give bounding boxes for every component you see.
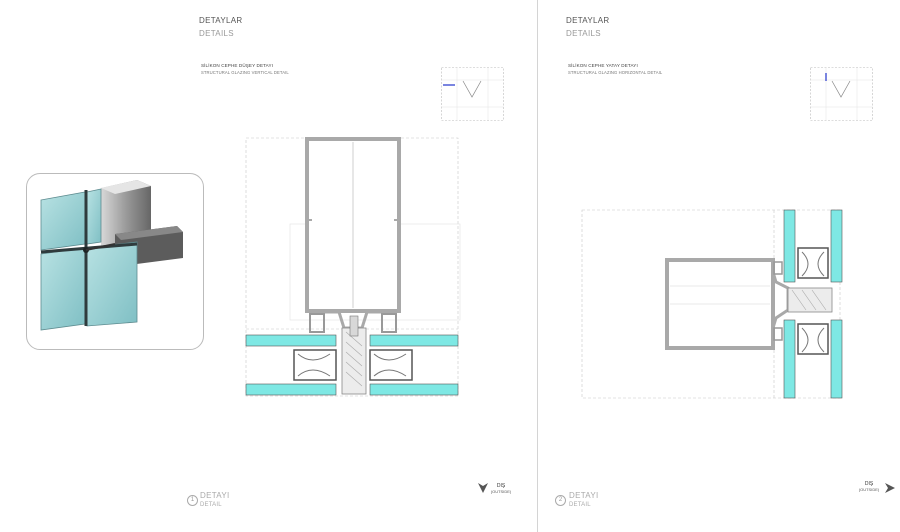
detail-subtitle-en: STRUCTURAL GLAZING HORIZONTAL DETAIL xyxy=(568,70,663,75)
outside-direction-arrow-icon xyxy=(478,483,488,493)
key-plan-thumbnail xyxy=(810,67,873,121)
outside-label-tr: DIŞ xyxy=(864,481,874,487)
header-title-tr: DETAYLAR xyxy=(199,16,243,25)
footer-title-tr: DETAYI xyxy=(200,491,230,500)
header-title-en: DETAILS xyxy=(566,29,601,38)
outside-direction-arrow-icon xyxy=(885,483,895,493)
footer-title-en: DETAIL xyxy=(200,502,222,508)
curtain-wall-3d-render xyxy=(40,180,183,331)
header-title-en: DETAILS xyxy=(199,29,234,38)
page-divider xyxy=(537,0,538,532)
left-page: DETAYLAR DETAILS SİLİKON CEPHE DÜŞEY DET… xyxy=(26,16,518,508)
product-render-frame xyxy=(26,173,204,350)
outside-label: DIŞ (OUTSIDE) xyxy=(484,483,518,495)
detail-subtitle-en: STRUCTURAL GLAZING VERTICAL DETAIL xyxy=(201,70,289,75)
vertical-section-drawing xyxy=(245,137,461,397)
header-title-tr: DETAYLAR xyxy=(566,16,610,25)
outside-label-en: (OUTSIDE) xyxy=(490,489,512,494)
outside-label-tr: DIŞ xyxy=(496,483,506,489)
footer-title-tr: DETAYI xyxy=(569,491,599,500)
footer-title-en: DETAIL xyxy=(569,502,591,508)
right-page: DETAYLAR DETAILS SİLİKON CEPHE YATAY DET… xyxy=(538,0,900,532)
detail-number-badge: 1 xyxy=(187,495,198,506)
detail-number-badge: 2 xyxy=(555,495,566,506)
key-plan-thumbnail xyxy=(441,67,504,121)
detail-subtitle-tr: SİLİKON CEPHE DÜŞEY DETAYI xyxy=(201,63,274,68)
detail-subtitle-tr: SİLİKON CEPHE YATAY DETAYI xyxy=(568,63,638,68)
outside-label: DIŞ (OUTSIDE) xyxy=(852,481,886,493)
horizontal-section-drawing xyxy=(581,209,843,399)
outside-label-en: (OUTSIDE) xyxy=(858,487,880,492)
